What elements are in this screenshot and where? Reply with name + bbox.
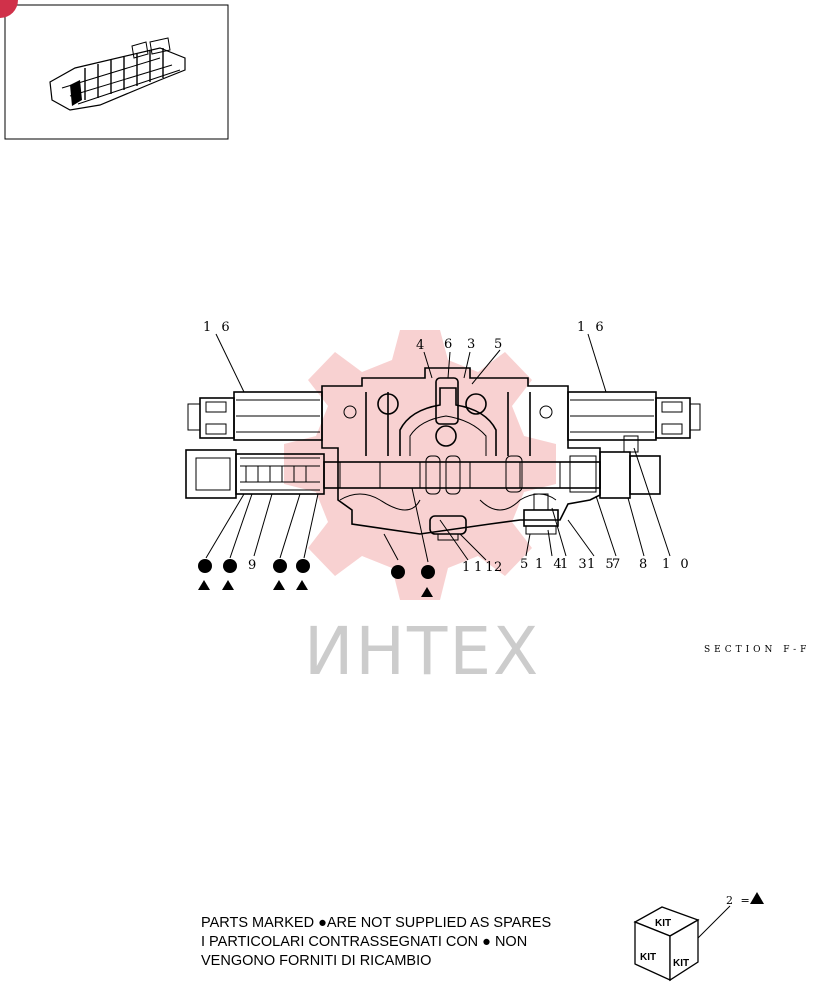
not-supplied-dot-icon: [391, 565, 405, 579]
kit-right-label: KIT: [673, 958, 689, 969]
kit-top-label: KIT: [655, 918, 671, 929]
legend-line-3: VENGONO FORNITI DI RICAMBIO: [201, 953, 431, 969]
callout-15: 1 5: [587, 557, 617, 572]
kit-triangle-icon: [273, 580, 285, 590]
not-supplied-dot-icon: [296, 559, 310, 573]
callout-8: 8: [639, 557, 650, 572]
legend-notes: PARTS MARKED ●ARE NOT SUPPLIED AS SPARES…: [201, 915, 551, 969]
marker-symbols: [198, 559, 435, 597]
callout-5: 5: [494, 337, 505, 352]
kit-left-label: KIT: [640, 952, 656, 963]
not-supplied-dot-icon: [198, 559, 212, 573]
callout-16-left: 1 6: [203, 320, 233, 335]
not-supplied-dot-icon: [223, 559, 237, 573]
kit-box: 2 = KIT KIT KIT: [633, 892, 764, 982]
kit-triangle-icon: [296, 580, 308, 590]
thumbnail-panel[interactable]: [4, 4, 229, 140]
callout-1: 1: [462, 560, 473, 575]
kit-triangle-icon: [198, 580, 210, 590]
callout-10: 1 0: [662, 557, 692, 572]
kit-triangle-icon: [222, 580, 234, 590]
corner-badge: [0, 0, 18, 18]
leader-lines: [205, 333, 671, 563]
legend-line-2: I PARTICOLARI CONTRASSEGNATI CON ● NON: [201, 934, 527, 950]
callout-5-lower: 5: [520, 557, 531, 572]
section-caption: SECTION F-F: [704, 645, 810, 655]
valve-section-drawing: [185, 367, 701, 541]
callout-14: 1 4: [535, 557, 565, 572]
callout-13: 1 3: [560, 557, 590, 572]
callout-6: 6: [444, 337, 455, 352]
not-supplied-dot-icon: [421, 565, 435, 579]
kit-cube-icon: KIT KIT KIT: [633, 906, 700, 982]
callout-labels: 1 6 1 6 4 6 3 5 9 1 11 2 5 1 4 1 3 1 5 7…: [203, 320, 692, 575]
kit-equation: 2 =: [726, 894, 752, 907]
legend-line-1: PARTS MARKED ●ARE NOT SUPPLIED AS SPARES: [201, 915, 551, 931]
callout-2: 2: [494, 560, 505, 575]
callout-16-right: 1 6: [577, 320, 607, 335]
valve-thumbnail-icon: [49, 37, 186, 111]
callout-9: 9: [248, 558, 259, 573]
callout-4: 4: [416, 338, 427, 353]
callout-7: 7: [612, 557, 623, 572]
watermark-text: ИНТЕХ: [304, 613, 540, 690]
callout-3: 3: [467, 337, 478, 352]
callout-11: 11: [474, 560, 497, 575]
not-supplied-dot-icon: [273, 559, 287, 573]
kit-triangle-icon: [421, 587, 433, 597]
kit-triangle-icon: [750, 892, 764, 904]
